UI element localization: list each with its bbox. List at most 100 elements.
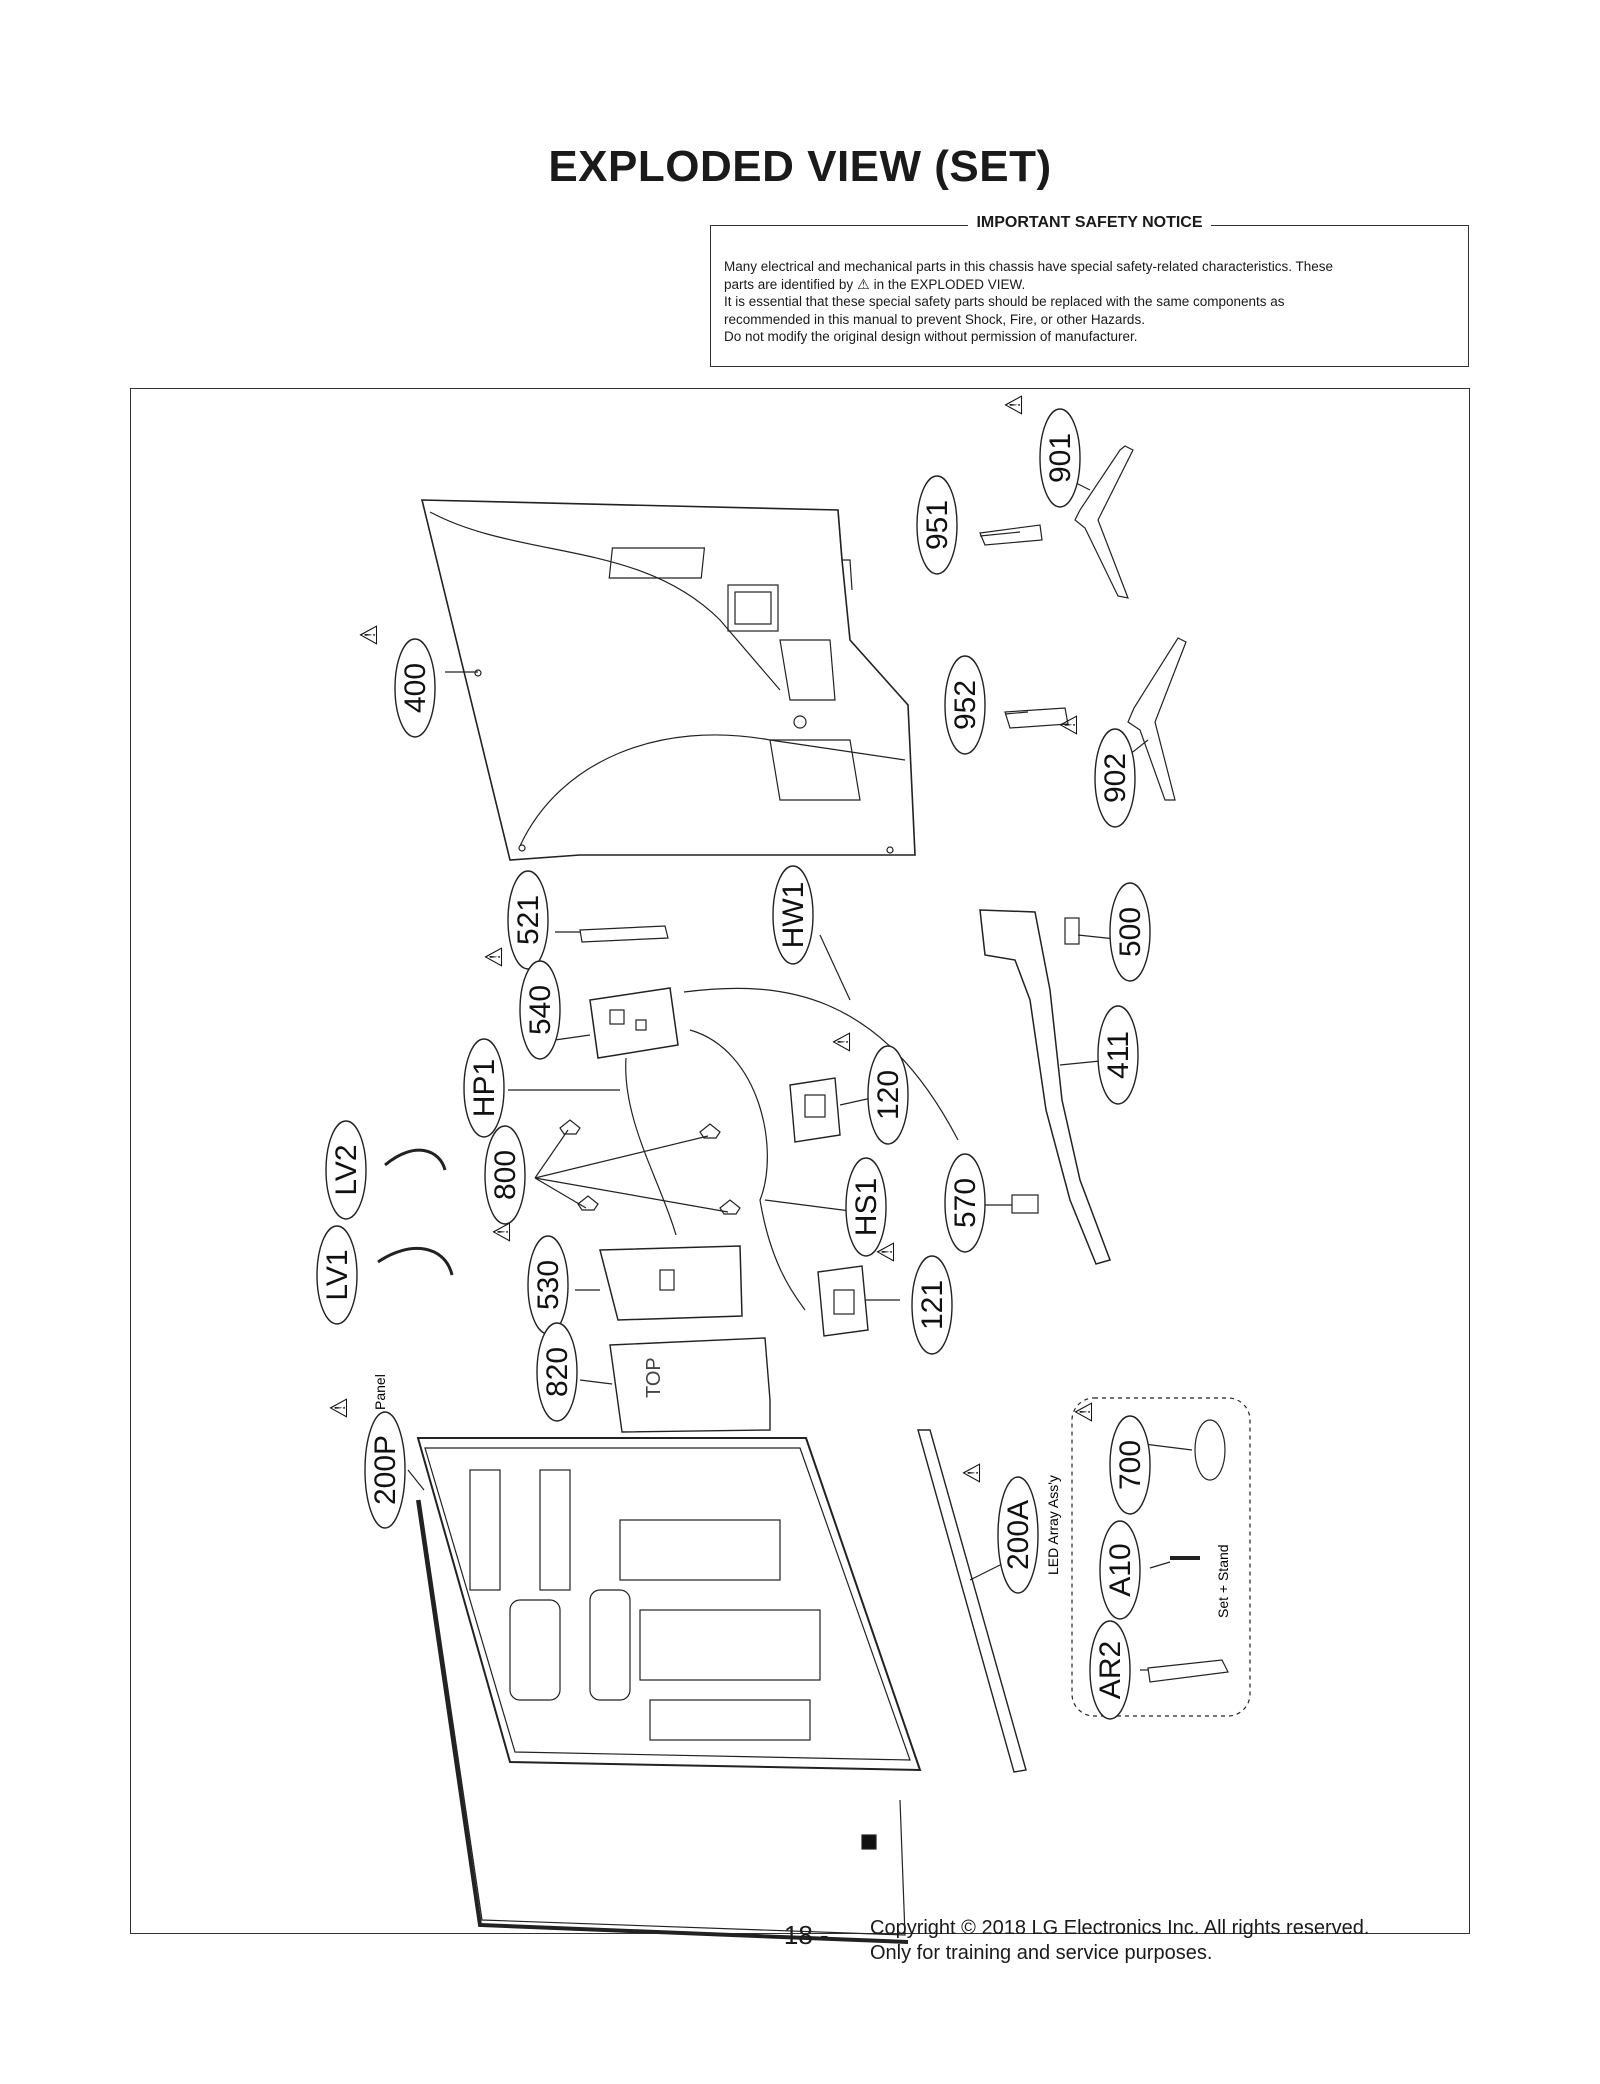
callout-540: 540 ⚠ [480, 946, 561, 1060]
callout-label: LV1 [321, 1249, 354, 1300]
callout-521: 521 [507, 870, 549, 970]
callout-500: 500 [1109, 882, 1151, 982]
callout-bubble [507, 870, 549, 970]
main-board-540-drawing [589, 987, 679, 1059]
callout-label: HW1 [777, 882, 810, 949]
notice-line: recommended in this manual to prevent Sh… [724, 311, 1145, 327]
copyright-line: Copyright © 2018 LG Electronics Inc. All… [870, 1917, 1370, 1939]
warning-triangle-icon: ⚠ [857, 275, 870, 292]
callout-label: A10 [1104, 1543, 1137, 1596]
callout-label: 521 [512, 895, 545, 945]
callout-bubble [364, 1411, 406, 1529]
notice-line: Do not modify the original design withou… [724, 329, 1138, 344]
callout-bubble [772, 865, 814, 965]
callout-label: 411 [1102, 1031, 1135, 1079]
warning-triangle-icon: ⚠ [1000, 394, 1028, 416]
callout-200a: 200A⚠ [958, 1462, 1039, 1594]
callout-bubble [519, 960, 561, 1060]
safety-notice-box: IMPORTANT SAFETY NOTICE Many electrical … [710, 214, 1469, 367]
callout-label: 400 [399, 663, 432, 713]
insulator-820-drawing [609, 1337, 771, 1433]
warning-triangle-icon: ⚠ [488, 1221, 516, 1243]
warning-triangle-icon: ⚠ [1070, 1401, 1098, 1423]
cable-700-drawing [1194, 1419, 1226, 1481]
power-board-530-drawing [599, 1245, 743, 1321]
copyright: Copyright © 2018 LG Electronics Inc. All… [870, 1916, 1369, 1966]
callout-bubble [1039, 408, 1081, 508]
panel-sublabel: Panel [372, 1374, 388, 1410]
cable-hw1 [683, 987, 959, 1141]
callout-400: 400⚠ [355, 624, 436, 738]
safety-notice-body: Many electrical and mechanical parts in … [724, 258, 1455, 346]
callout-bubble [316, 1225, 358, 1325]
warning-triangle-icon: ⚠ [480, 946, 508, 968]
panel-stamp: TOP [643, 1357, 665, 1398]
callout-bubble [536, 1322, 578, 1422]
callout-411: 411 [1097, 1005, 1139, 1105]
warning-triangle-icon: ⚠ [1055, 714, 1083, 736]
callout-label: 200P [369, 1435, 402, 1505]
callout-820: 820 [536, 1322, 578, 1422]
diagram-frame [130, 388, 1470, 1934]
led-sublabel: LED Array Ass'y [1045, 1475, 1061, 1575]
callout-hs1: HS1 [845, 1157, 887, 1257]
callout-label: 200A [1002, 1500, 1035, 1570]
callout-label: 952 [949, 680, 982, 730]
callout-label: LV2 [330, 1144, 363, 1195]
callout-901: 901⚠ [1000, 394, 1081, 508]
callout-hp1: HP1 [463, 1038, 505, 1138]
notice-line: in the EXPLODED VIEW. [873, 276, 1026, 292]
remote-ar2-drawing [1147, 1659, 1229, 1683]
part-500-drawing [1064, 917, 1080, 945]
warning-triangle-icon: ⚠ [828, 1031, 856, 1053]
callout-570: 570 [944, 1153, 986, 1253]
callout-label: 902 [1099, 753, 1132, 803]
callout-200p: 200P⚠ [325, 1397, 406, 1529]
callout-bubble [484, 1125, 526, 1225]
callout-bubble [1097, 1005, 1139, 1105]
frame-411-drawing [979, 909, 1111, 1265]
callout-label: 820 [541, 1347, 574, 1397]
warning-triangle-icon: ⚠ [872, 1241, 900, 1263]
callout-a10: A10 [1099, 1520, 1141, 1620]
callout-label: 500 [1114, 907, 1147, 957]
callout-bubble [997, 1476, 1039, 1594]
callout-800: 800 [484, 1125, 526, 1225]
callout-label: 951 [921, 500, 954, 550]
callout-bubble [911, 1255, 953, 1355]
callout-bubble [845, 1157, 887, 1257]
callout-label: 121 [916, 1280, 949, 1330]
callout-952: 952 [944, 655, 986, 755]
callout-bubble [944, 1153, 986, 1253]
callout-label: 800 [489, 1150, 522, 1200]
page-title: EXPLODED VIEW (SET) [548, 142, 1052, 191]
callout-121: 121 ⚠ [872, 1241, 953, 1355]
callout-bubble [867, 1045, 909, 1145]
callout-lv2: LV2 [325, 1120, 367, 1220]
callout-bubble [1109, 882, 1151, 982]
callout-label: 530 [532, 1260, 565, 1310]
callout-label: HS1 [850, 1178, 883, 1236]
guide-952-drawing [1004, 707, 1069, 729]
notice-line: It is essential that these special safet… [724, 294, 1285, 309]
callout-label: HP1 [468, 1059, 501, 1117]
callout-lv1: LV1 [316, 1225, 358, 1325]
back-cover-drawing [420, 499, 916, 861]
callout-bubble [944, 655, 986, 755]
callout-label: 540 [524, 985, 557, 1035]
panel-200p-drawing [416, 1437, 922, 1936]
callout-120: 120 ⚠ [828, 1031, 909, 1145]
cable-lv1 [377, 1247, 454, 1276]
callout-hw1: HW1 [772, 865, 814, 965]
callout-ar2: AR2 [1089, 1620, 1131, 1720]
callout-label: 120 [872, 1070, 905, 1120]
callout-label: AR2 [1094, 1641, 1127, 1699]
guide-951-drawing [979, 524, 1043, 546]
stand-902-drawing [1127, 637, 1187, 801]
stand-sublabel: Set + Stand [1215, 1544, 1231, 1618]
part-570-drawing [1011, 1194, 1039, 1214]
callout-bubble [1094, 728, 1136, 828]
callout-label: 570 [949, 1178, 982, 1228]
callout-bubble [916, 475, 958, 575]
speaker-121-drawing [817, 1265, 869, 1337]
